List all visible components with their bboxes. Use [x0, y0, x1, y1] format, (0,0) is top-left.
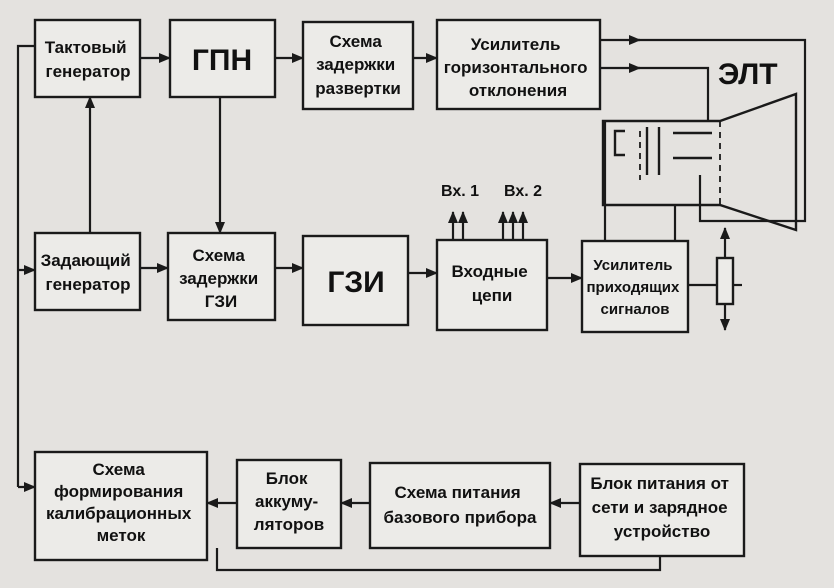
label-clock-generator: Тактовый генератор: [45, 38, 132, 81]
crt-tube: [601, 92, 798, 232]
wire-left-rail: [16, 44, 35, 487]
box-horizontal-amplifier: [435, 18, 602, 111]
box-master-generator: [33, 231, 142, 312]
label-master-generator: Задающий генератор: [41, 251, 136, 294]
box-base-power: [368, 461, 552, 550]
label-input-2: Вх. 2: [504, 183, 542, 200]
label-input-circuits: Входные цепи: [451, 262, 532, 305]
box-calibration-marks: [33, 450, 209, 562]
box-gzi: [301, 234, 410, 327]
box-input-circuits: [435, 238, 549, 332]
label-base-power: Схема питания базового прибора: [384, 483, 538, 527]
label-horizontal-amplifier: Усилитель горизонтального отклонения: [444, 35, 592, 100]
label-signal-amplifier: Усилитель приходящих сигналов: [586, 257, 683, 318]
box-mains-power: [578, 462, 746, 558]
box-clock-generator: [33, 18, 142, 99]
label-gpn: ГПН: [192, 44, 252, 77]
crt-label: ЭЛТ: [718, 58, 778, 91]
label-mains-power: Блок питания от сети и зарядное устройст…: [590, 474, 733, 541]
wire-hamp-top-to-plate: [630, 38, 807, 223]
label-battery: Блок аккуму- ляторов: [254, 469, 324, 534]
label-input-1: Вх. 1: [441, 183, 479, 200]
label-gzi: ГЗИ: [327, 266, 384, 299]
wire-bottom-return: [215, 548, 662, 572]
box-gzi-delay: [166, 231, 277, 322]
box-sweep-delay: [301, 20, 415, 111]
label-calibration-marks: Схема формирования калибрационных меток: [46, 460, 196, 545]
wire-hamp-mid-to-plate: [630, 66, 710, 121]
box-signal-amplifier: [580, 239, 690, 334]
label-sweep-delay: Схема задержки развертки: [315, 32, 401, 98]
potentiometer: [688, 227, 742, 331]
label-gzi-delay: Схема задержки ГЗИ: [179, 246, 263, 311]
